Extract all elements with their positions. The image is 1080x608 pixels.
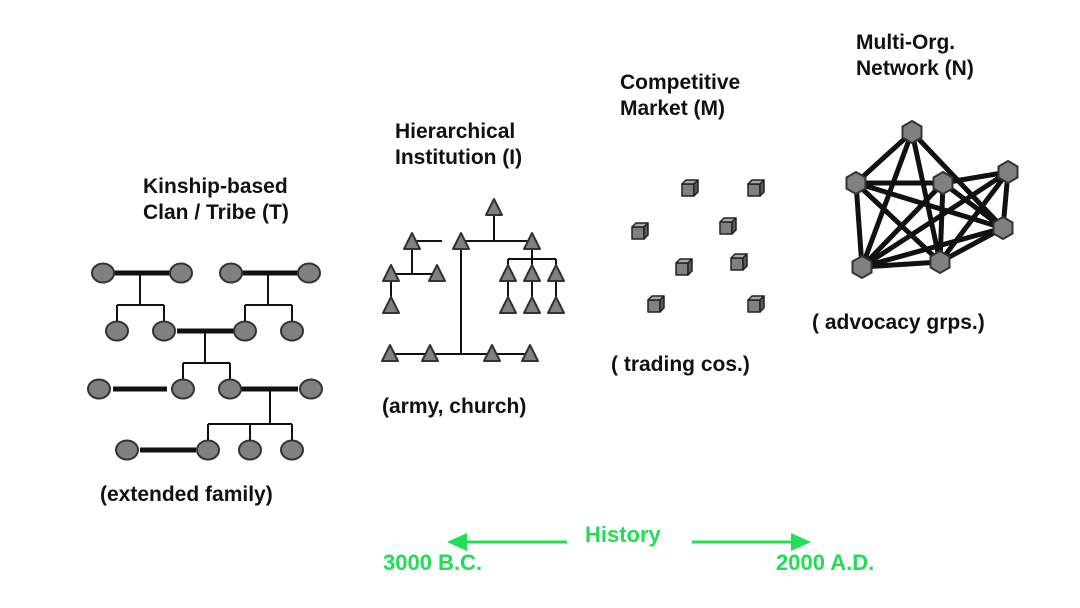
person-node: [105, 320, 129, 342]
hexagon-node: [845, 170, 867, 196]
cube-node: [730, 253, 748, 271]
hexagon-node: [901, 119, 923, 145]
person-node: [280, 320, 304, 342]
person-node: [171, 378, 195, 400]
network-diagram: [845, 119, 1019, 280]
cube-node: [747, 295, 765, 313]
hexagon-node: [997, 159, 1019, 185]
triangle-node: [452, 232, 470, 250]
triangle-node: [485, 198, 503, 216]
institution-caption: (army, church): [382, 395, 527, 418]
institution-title-line2: Institution (I): [395, 146, 523, 169]
hexagon-node: [992, 215, 1014, 241]
person-node: [196, 439, 220, 461]
hexagon-node: [932, 170, 954, 196]
market-caption: ( trading cos.): [611, 353, 750, 376]
network-title-line1: Multi-Org.: [856, 31, 956, 54]
triangle-node: [483, 344, 501, 362]
triangle-node: [499, 296, 517, 314]
triangle-node: [523, 264, 541, 282]
hexagon-node: [851, 254, 873, 280]
person-node: [238, 439, 262, 461]
triangle-node: [499, 264, 517, 282]
triangle-node: [403, 232, 421, 250]
market-title-line1: Competitive: [620, 71, 741, 94]
cube-node: [647, 295, 665, 313]
triangle-node: [547, 296, 565, 314]
clan-tree-diagram: [87, 262, 323, 461]
history-timeline: [447, 533, 811, 551]
clan-title-line2: Clan / Tribe (T): [143, 201, 289, 224]
triangle-node: [421, 344, 439, 362]
person-node: [299, 378, 323, 400]
person-node: [297, 262, 321, 284]
person-node: [91, 262, 115, 284]
network-title-line2: Network (N): [856, 57, 974, 80]
triangle-node: [382, 264, 400, 282]
history-start-label: 3000 B.C.: [383, 550, 483, 575]
institution-hierarchy-diagram: [381, 198, 565, 362]
triangle-node: [382, 296, 400, 314]
institution-title-line1: Hierarchical: [395, 120, 516, 143]
cube-node: [719, 217, 737, 235]
descent-lines: [116, 273, 293, 441]
network-caption: ( advocacy grps.): [812, 311, 985, 334]
cube-node: [631, 222, 649, 240]
history-arrow-right-head: [791, 533, 811, 551]
hexagon-node: [929, 249, 951, 275]
triangle-node: [523, 232, 541, 250]
market-cubes-diagram: [631, 179, 765, 313]
clan-title-line1: Kinship-based: [143, 175, 288, 198]
person-node: [152, 320, 176, 342]
cube-node: [675, 258, 693, 276]
person-node: [218, 378, 242, 400]
clan-caption: (extended family): [100, 483, 273, 506]
triangle-node: [547, 264, 565, 282]
cube-node: [747, 179, 765, 197]
cube-node: [681, 179, 699, 197]
triangle-node: [521, 344, 539, 362]
person-node: [280, 439, 304, 461]
triangle-node: [428, 264, 446, 282]
triangle-node: [381, 344, 399, 362]
network-edges: [853, 129, 1011, 270]
person-node: [169, 262, 193, 284]
history-arrow-left-head: [447, 533, 467, 551]
person-node: [115, 439, 139, 461]
market-title-line2: Market (M): [620, 97, 726, 120]
history-label: History: [585, 522, 661, 547]
triangle-node: [523, 296, 541, 314]
person-node: [87, 378, 111, 400]
person-node: [233, 320, 257, 342]
history-end-label: 2000 A.D.: [776, 550, 875, 575]
person-node: [219, 262, 243, 284]
